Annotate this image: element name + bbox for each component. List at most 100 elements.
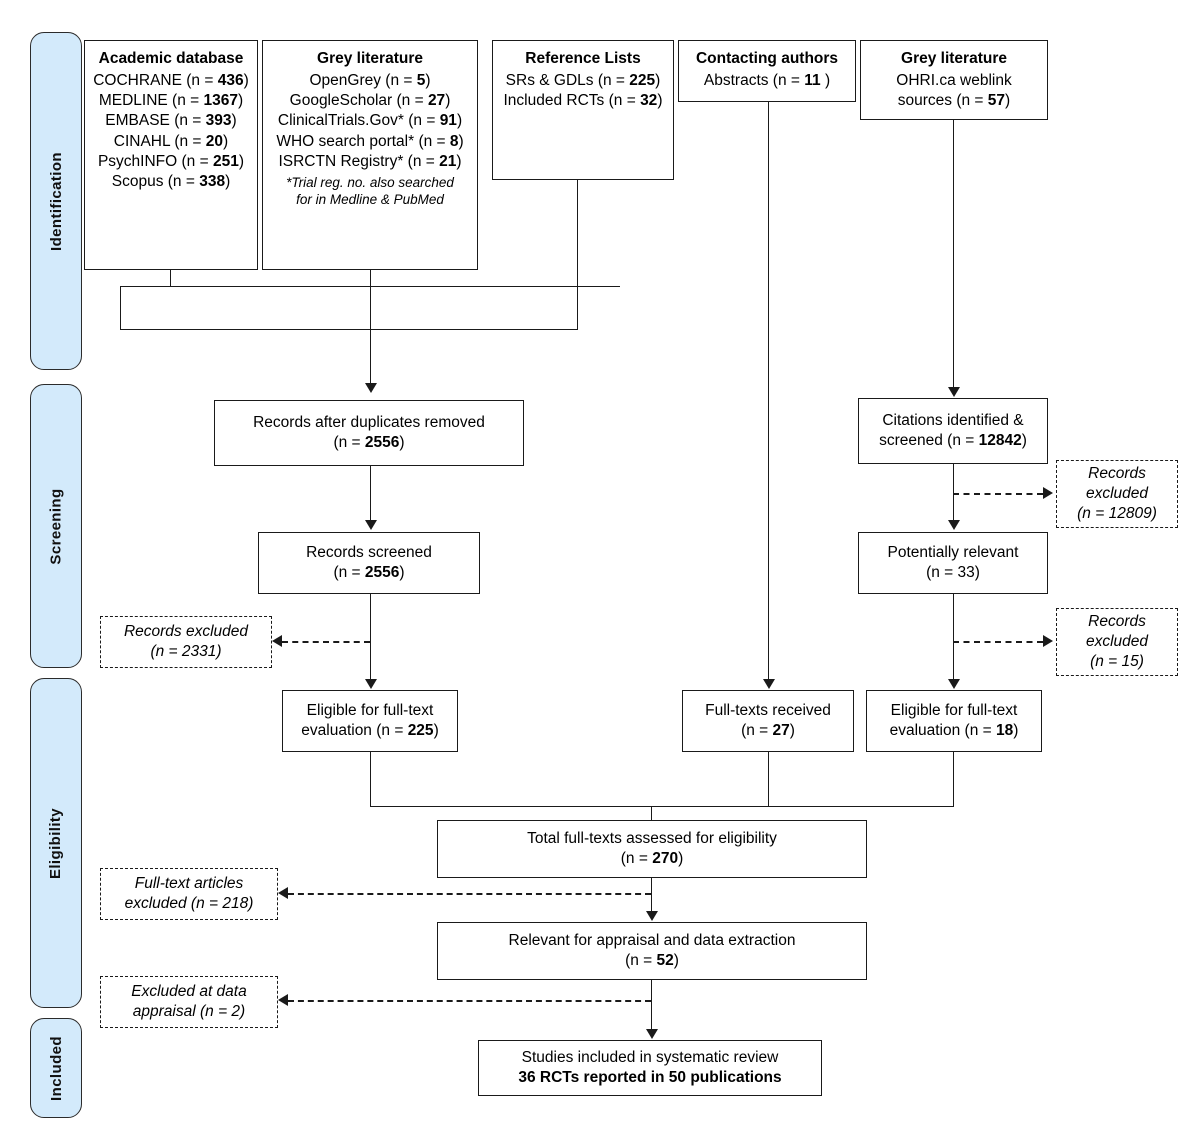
source-grey-right-row-1: sources (n = 57) (897, 92, 1011, 110)
phase-tab-screening-label: Screening (47, 487, 65, 565)
box-records-screened: Records screened (n = 2556) (258, 532, 480, 594)
source-academic-row-4: PsychINFO (n = 251) (97, 152, 245, 170)
connector-excluded-right-top-dashed (953, 493, 1043, 495)
box-records-excluded-left: Records excluded (n = 2331) (100, 616, 272, 668)
source-box-grey-literature-left: Grey literature OpenGrey (n = 5) GoogleS… (262, 40, 478, 270)
phase-tab-included-label: Included (47, 1035, 65, 1101)
connector-merge-upper-left-drop (120, 286, 121, 329)
studies-included-line1: Studies included in systematic review (521, 1048, 779, 1066)
arrow-to-eligible-full-text-right (948, 679, 960, 689)
arrow-to-eligible-full-text-left (365, 679, 377, 689)
connector-eligible-left-stem (370, 752, 371, 806)
connector-reference-lists-stem (577, 180, 578, 329)
box-eligible-full-text-right: Eligible for full-text evaluation (n = 1… (866, 690, 1042, 752)
eligible-right-line2: evaluation (n = 18) (889, 722, 1019, 739)
source-grey-left-row-1: GoogleScholar (n = 27) (289, 92, 451, 110)
eligible-left-line1: Eligible for full-text (306, 701, 434, 719)
phase-tab-identification: Identification (30, 32, 82, 370)
connector-potentially-relevant-to-eligible-right (953, 594, 954, 680)
full-texts-received-line1: Full-texts received (705, 701, 831, 719)
box-total-full-texts-assessed: Total full-texts assessed for eligibilit… (437, 820, 867, 878)
records-excluded-right-top-line1: Records (1088, 464, 1146, 482)
connector-relevant-to-included (651, 980, 652, 1030)
connector-grey-right-stem (953, 120, 954, 388)
source-academic-title: Academic database (98, 50, 244, 67)
connector-excluded-left-dashed (282, 641, 370, 643)
source-box-grey-literature-right: Grey literature OHRI.ca weblink sources … (860, 40, 1048, 120)
full-texts-received-line2: (n = 27) (741, 722, 795, 739)
records-screened-line1: Records screened (306, 543, 432, 561)
source-grey-left-footnote: *Trial reg. no. also searched for in Med… (286, 175, 454, 209)
box-excluded-at-data-appraisal: Excluded at data appraisal (n = 2) (100, 976, 278, 1028)
source-grey-right-row-0: OHRI.ca weblink (896, 72, 1012, 90)
phase-tab-eligibility-label: Eligibility (47, 807, 65, 879)
source-academic-row-0: COCHRANE (n = 436) (93, 72, 249, 90)
box-potentially-relevant: Potentially relevant (n = 33) (858, 532, 1048, 594)
arrow-to-records-screened (365, 520, 377, 530)
connector-excluded-appraisal-dashed (288, 1000, 651, 1002)
source-grey-left-row-4: ISRCTN Registry* (n = 21) (278, 152, 462, 170)
relevant-appraisal-line1: Relevant for appraisal and data extracti… (508, 931, 796, 949)
phase-tab-identification-label: Identification (47, 151, 65, 251)
source-grey-right-title: Grey literature (901, 50, 1007, 67)
connector-contacting-authors-stem (768, 102, 769, 680)
studies-included-line2: 36 RCTs reported in 50 publications (518, 1069, 782, 1086)
connector-eligibility-merge (370, 806, 954, 807)
connector-merge-lower (120, 329, 578, 330)
source-reference-lists-row-1: Included RCTs (n = 32) (503, 92, 663, 110)
arrow-records-excluded-right-top (1043, 487, 1053, 499)
box-fulltext-articles-excluded: Full-text articles excluded (n = 218) (100, 868, 278, 920)
connector-excluded-right-bottom-dashed (953, 641, 1043, 643)
arrow-records-excluded-right-bottom (1043, 635, 1053, 647)
arrow-to-potentially-relevant (948, 520, 960, 530)
source-academic-row-1: MEDLINE (n = 1367) (98, 92, 244, 110)
records-excluded-right-top-line3: (n = 12809) (1077, 505, 1157, 523)
source-grey-left-row-0: OpenGrey (n = 5) (309, 72, 431, 90)
connector-eligible-right-stem (953, 752, 954, 806)
total-assessed-line1: Total full-texts assessed for eligibilit… (527, 829, 777, 847)
source-reference-lists-row-0: SRs & GDLs (n = 225) (505, 72, 661, 90)
source-grey-left-footnote-line1: *Trial reg. no. also searched (286, 174, 454, 190)
records-excluded-right-bottom-line3: (n = 15) (1090, 653, 1144, 671)
eligible-right-line1: Eligible for full-text (890, 701, 1018, 719)
connector-duplicates-to-screened (370, 466, 371, 521)
arrow-to-studies-included (646, 1029, 658, 1039)
connector-to-duplicates-removed (370, 286, 371, 384)
citations-identified-line1: Citations identified & (882, 411, 1024, 429)
box-full-texts-received: Full-texts received (n = 27) (682, 690, 854, 752)
arrow-to-relevant-appraisal (646, 911, 658, 921)
records-excluded-right-top-line2: excluded (1085, 484, 1149, 502)
excluded-appraisal-line1: Excluded at data (131, 982, 247, 1000)
source-grey-left-row-3: WHO search portal* (n = 8) (276, 132, 464, 150)
records-screened-line2: (n = 2556) (333, 564, 405, 581)
source-box-academic-database: Academic database COCHRANE (n = 436) MED… (84, 40, 258, 270)
connector-academic-stem (170, 270, 171, 286)
source-grey-left-row-2: ClinicalTrials.Gov* (n = 91) (277, 112, 463, 130)
potentially-relevant-line2: (n = 33) (926, 564, 980, 581)
box-studies-included: Studies included in systematic review 36… (478, 1040, 822, 1096)
relevant-appraisal-line2: (n = 52) (625, 952, 679, 969)
source-grey-left-title: Grey literature (317, 50, 423, 67)
excluded-appraisal-line2: appraisal (n = 2) (132, 1003, 246, 1020)
source-academic-row-5: Scopus (n = 338) (111, 172, 231, 190)
box-eligible-full-text-left: Eligible for full-text evaluation (n = 2… (282, 690, 458, 752)
records-excluded-right-bottom-line2: excluded (1085, 632, 1149, 650)
connector-grey-left-stem (370, 270, 371, 286)
box-records-after-duplicates-removed: Records after duplicates removed (n = 25… (214, 400, 524, 466)
citations-identified-line2: screened (n = 12842) (879, 432, 1027, 449)
source-contacting-authors-row-0: Abstracts (n = 11 ) (703, 72, 831, 90)
source-grey-left-footnote-line2: for in Medline & PubMed (296, 191, 444, 207)
connector-screened-to-eligible-left (370, 594, 371, 680)
potentially-relevant-line1: Potentially relevant (887, 543, 1019, 561)
source-box-contacting-authors: Contacting authors Abstracts (n = 11 ) (678, 40, 856, 102)
phase-tab-screening: Screening (30, 384, 82, 668)
total-assessed-line2: (n = 270) (620, 850, 684, 867)
arrow-records-excluded-left (272, 635, 282, 647)
source-box-reference-lists: Reference Lists SRs & GDLs (n = 225) Inc… (492, 40, 674, 180)
arrow-excluded-at-data-appraisal (278, 994, 288, 1006)
arrow-to-full-texts-received (763, 679, 775, 689)
records-excluded-left-line2: (n = 2331) (150, 643, 222, 660)
duplicates-removed-line1: Records after duplicates removed (253, 413, 485, 431)
box-relevant-for-appraisal: Relevant for appraisal and data extracti… (437, 922, 867, 980)
